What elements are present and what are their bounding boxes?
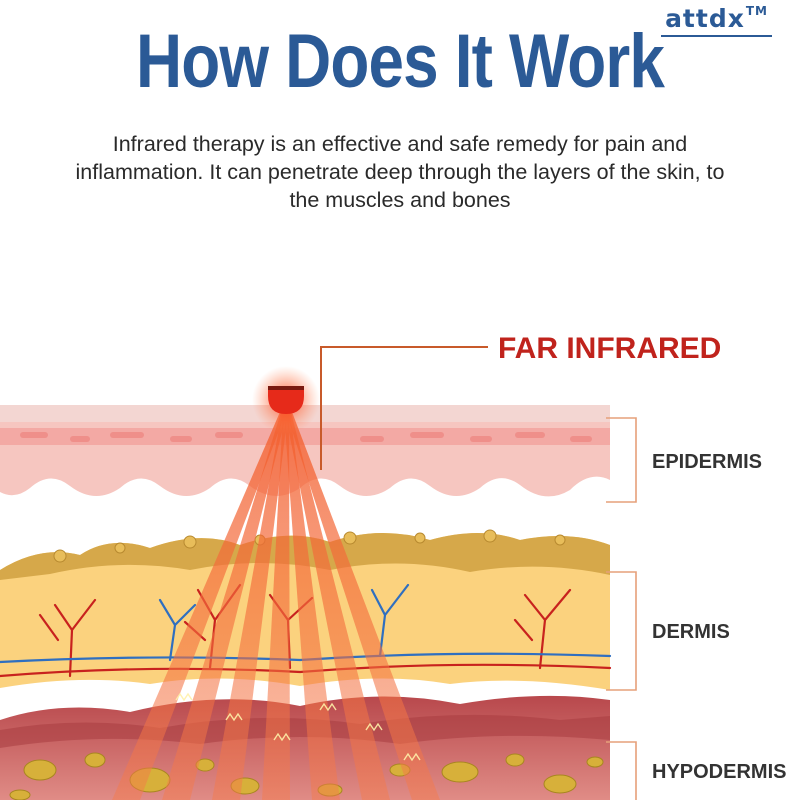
label-epidermis: EPIDERMIS — [652, 451, 762, 473]
beam-waves — [175, 692, 421, 762]
far-infrared-label: FAR INFRARED — [498, 332, 721, 365]
infrared-emitter — [252, 366, 320, 434]
brand-name: attdx — [665, 4, 745, 33]
layer-labels: EPIDERMIS DERMIS HYPODERMIS — [606, 417, 786, 800]
dermis-bumps — [53, 529, 566, 563]
page-title: How Does It Work — [135, 19, 665, 104]
label-hypodermis: HYPODERMIS — [652, 761, 786, 783]
hypodermis-layer — [0, 695, 610, 800]
page-subtitle: Infrared therapy is an effective and saf… — [75, 132, 725, 212]
trademark-mark: TM — [745, 4, 768, 18]
far-infrared-callout: FAR INFRARED — [320, 332, 721, 470]
label-dermis: DERMIS — [652, 621, 730, 643]
epidermis-cells — [20, 432, 592, 442]
brand-logo: attdxTM — [661, 4, 772, 37]
veins — [0, 583, 612, 664]
infrared-beams — [112, 412, 440, 800]
skin-layers-diagram: FAR INFRARED EPIDERMIS DERMIS HYPODERMIS — [0, 332, 786, 800]
